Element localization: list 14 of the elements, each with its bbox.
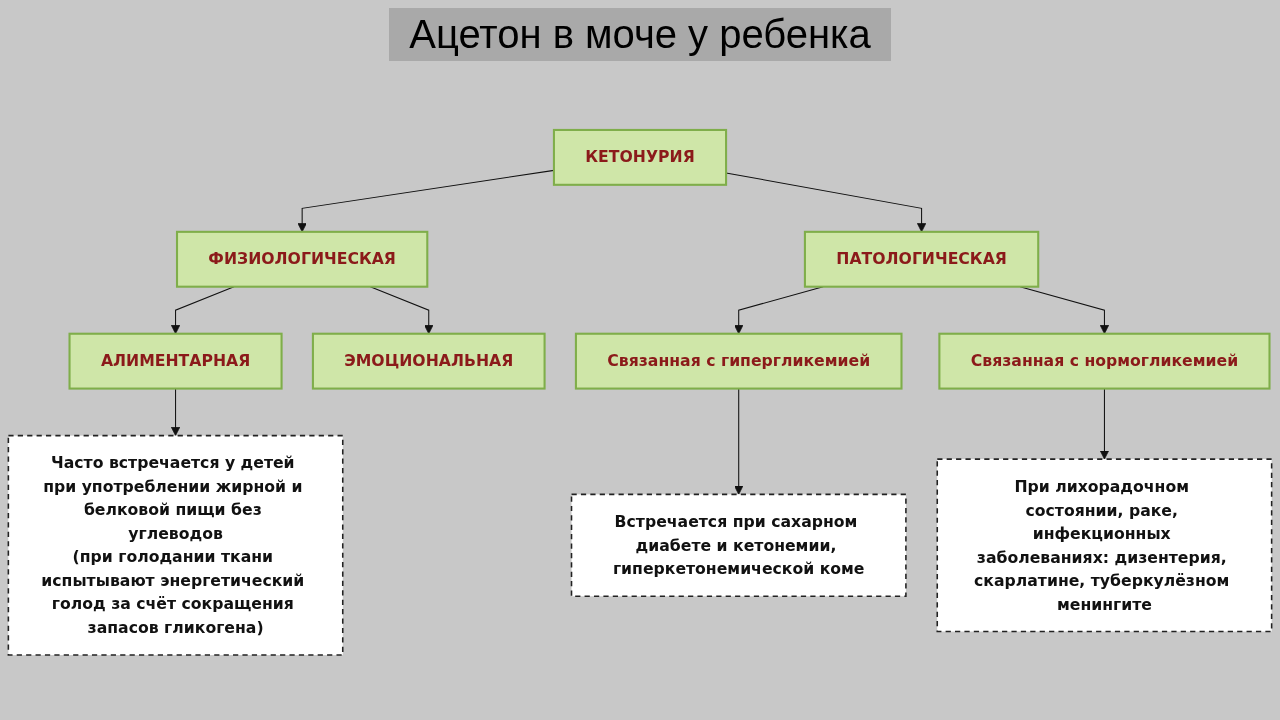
node-box: Часто встречается у детей при употреблении жирной и белковой пищи без углеводов (при голодании ткани испытывают энергетический голод за счёт сокращения запасов гликогена) <box>7 434 344 656</box>
node-box: КЕТОНУРИЯ <box>552 128 728 186</box>
arrow <box>1099 388 1110 460</box>
node-box: Связанная с нормогликемией <box>938 332 1271 390</box>
title-banner: Ацетон в моче у ребенка <box>389 8 891 61</box>
node-box: Связанная с гипергликемией <box>574 332 903 390</box>
node-box: ПАТОЛОГИЧЕСКАЯ <box>803 230 1040 288</box>
arrow <box>170 388 181 436</box>
arrow <box>734 388 744 495</box>
node-box: ЭМОЦИОНАЛЬНАЯ <box>311 332 546 390</box>
node-box: Встречается при сахарном диабете и кетонемии, гиперкетонемической коме <box>570 493 907 598</box>
node-box: При лихорадочном состоянии, раке, инфекционных заболеваниях: дизентерия, скарлатине, туберкулёзном менингите <box>936 458 1273 633</box>
node-box: ФИЗИОЛОГИЧЕСКАЯ <box>175 230 429 288</box>
node-box: АЛИМЕНТАРНАЯ <box>68 332 283 390</box>
